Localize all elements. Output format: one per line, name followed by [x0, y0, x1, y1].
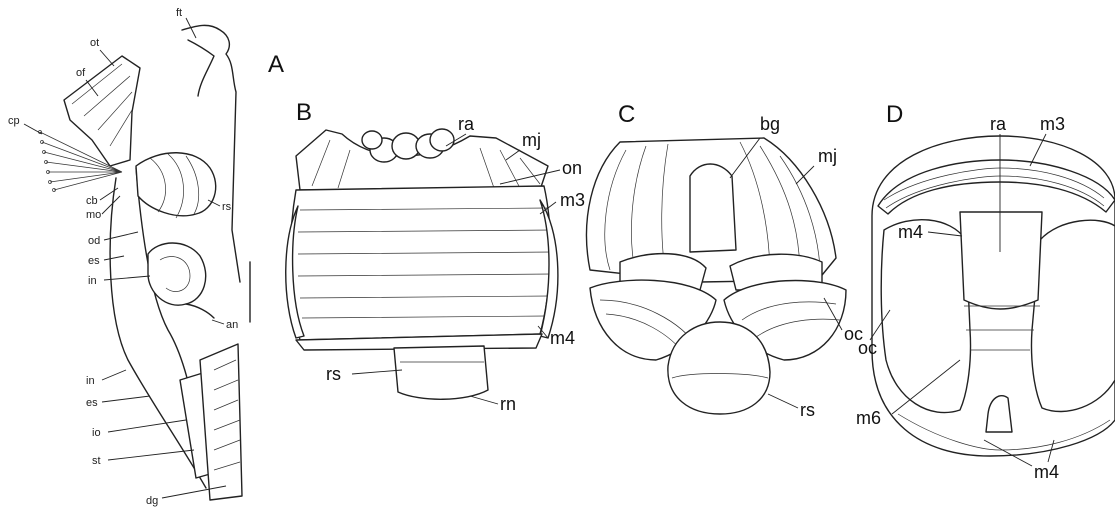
- label-od: od: [88, 235, 100, 247]
- label-b-m4: m4: [550, 328, 575, 348]
- panel-d-drawing: [872, 136, 1115, 456]
- panel-a-drawing: [39, 25, 251, 500]
- radula-plate-d: [960, 212, 1042, 309]
- label-cp: cp: [8, 115, 20, 127]
- panel-letter-b: B: [296, 99, 312, 126]
- label-ot: ot: [90, 37, 99, 49]
- label-c-mj: mj: [818, 146, 837, 166]
- label-d-oc: oc: [858, 338, 877, 358]
- label-io: io: [92, 427, 101, 439]
- label-an: an: [226, 319, 238, 331]
- radular-sac-b: [394, 346, 488, 399]
- buccal-gland: [690, 164, 736, 252]
- inner-lobe-right: [1031, 220, 1115, 411]
- label-b-m3: m3: [560, 190, 585, 210]
- radular-sac-c: [668, 322, 770, 414]
- label-es: es: [88, 255, 100, 267]
- label-es-lower: es: [86, 397, 98, 409]
- label-b-mj: mj: [522, 130, 541, 150]
- label-ft: ft: [176, 7, 182, 19]
- panel-letter-d: D: [886, 101, 903, 128]
- label-in-lower: in: [86, 375, 95, 387]
- label-d-m4: m4: [898, 222, 923, 242]
- label-b-ra: ra: [458, 114, 475, 134]
- label-dg: dg: [146, 495, 158, 507]
- label-b-on: on: [562, 158, 582, 178]
- panel-c-drawing: [587, 138, 846, 414]
- label-b-rs: rs: [326, 364, 341, 384]
- pharynx-bulb: [136, 153, 216, 216]
- label-rs: rs: [222, 201, 232, 213]
- label-d-m6: m6: [856, 408, 881, 428]
- label-d-m4-lower: m4: [1034, 462, 1059, 482]
- panel-letter-a: A: [268, 51, 284, 78]
- label-c-rs: rs: [800, 400, 815, 420]
- label-d-m3: m3: [1040, 114, 1065, 134]
- label-st: st: [92, 455, 101, 467]
- label-mo: mo: [86, 209, 101, 221]
- label-c-bg: bg: [760, 114, 780, 134]
- label-d-ra: ra: [990, 114, 1007, 134]
- label-of: of: [76, 67, 86, 79]
- label-b-rn: rn: [500, 394, 516, 414]
- intestine-coil: [148, 243, 206, 305]
- panel-b-drawing: [286, 129, 558, 399]
- panel-letter-c: C: [618, 101, 635, 128]
- label-in: in: [88, 275, 97, 287]
- label-cb: cb: [86, 195, 98, 207]
